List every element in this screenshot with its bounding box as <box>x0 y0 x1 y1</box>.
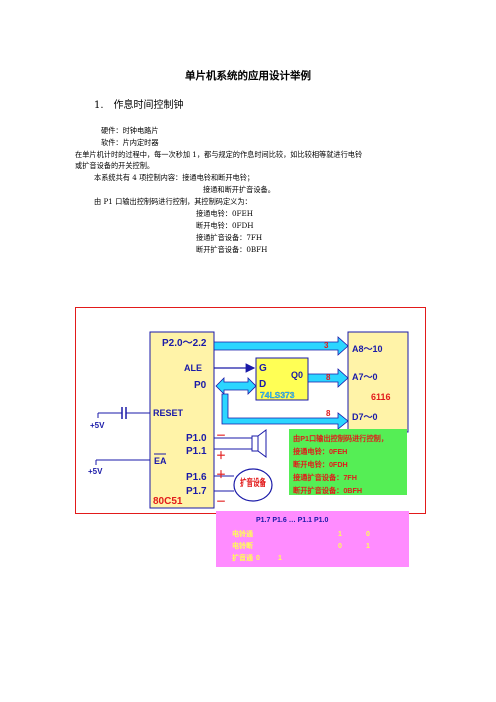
code-line-1: 接通电铃：0FEH <box>196 209 254 218</box>
bell-body <box>251 435 259 452</box>
code-line-2: 断开电铃：0FDH <box>196 221 254 230</box>
section-title: 作息时间控制钟 <box>113 100 184 111</box>
bus-q0-to-a7 <box>307 368 349 388</box>
label-p0: P0 <box>194 380 207 391</box>
paragraph-1-line-1: 在单片机计时的过程中，每一次秒加 1，都与规定的作息时间比较，如比较相等就进行电… <box>75 150 363 159</box>
bell-cone <box>257 429 267 458</box>
paragraph-2-line-2: 接通和断开扩音设备。 <box>203 185 275 194</box>
green-line-2: 接通电铃：0FEH <box>293 447 347 456</box>
circuit-svg: P2.0～2.2 ALE P0 RESET P1.0 P1.1 EA P1.6 … <box>88 331 409 509</box>
green-line-3: 断开电铃：0FDH <box>293 460 348 469</box>
row-3-label: 扩音通 <box>232 553 254 562</box>
label-p16: P1.6 <box>186 472 207 483</box>
paragraph-1-line-2: 或扩音设备的开关控制。 <box>75 161 155 170</box>
circuit-diagram: P2.0～2.2 ALE P0 RESET P1.0 P1.1 EA P1.6 … <box>75 307 426 514</box>
green-line-5: 断开扩音设备：0BFH <box>293 486 362 495</box>
bus-width-8b: 8 <box>326 409 331 418</box>
ram-d70: D7～0 <box>352 412 378 422</box>
code-line-4: 断开扩音设备：0BFH <box>196 245 268 254</box>
bus-p2-to-a8 <box>213 336 349 356</box>
mcu-block <box>149 331 215 509</box>
page-title: 单片机系统的应用设计举例 <box>185 70 311 82</box>
label-reset: RESET <box>153 408 184 418</box>
polarity-plus-2: ＋ <box>216 469 226 481</box>
hardware-line: 硬件：时钟电路片 <box>101 126 159 135</box>
latch-q: Q0 <box>291 370 303 380</box>
label-p10: P1.0 <box>186 433 207 444</box>
row-1-v3: 0 <box>366 531 370 538</box>
speaker-label: 扩音设备 <box>240 477 266 489</box>
label-ea: EA <box>154 456 167 466</box>
polarity-plus-1: ＋ <box>216 450 226 462</box>
control-code-table: P1.7 P1.6 … P1.1 P1.0 电铃通 1 0 电铃断 0 1 扩音… <box>216 511 409 567</box>
bus-p0-latch <box>215 377 257 395</box>
latch-d: D <box>259 379 266 390</box>
row-2-label: 电铃断 <box>232 541 253 550</box>
bus-width-3: 3 <box>324 341 329 350</box>
label-p11: P1.1 <box>186 446 207 457</box>
green-line-4: 接通扩音设备：7FH <box>293 473 357 482</box>
ram-a70: A7～0 <box>352 372 378 382</box>
table-svg: P1.7 P1.6 … P1.1 P1.0 电铃通 1 0 电铃断 0 1 扩音… <box>232 517 370 562</box>
green-line-1: 由P1口输出控制码进行控制， <box>293 434 388 443</box>
ram-name: 6116 <box>371 392 391 402</box>
latch-name: 74LS373 <box>260 390 295 400</box>
row-2-v2: 0 <box>338 543 342 550</box>
paragraph-3: 由 P1 口输出控制码进行控制，其控制码定义为： <box>94 197 252 206</box>
paragraph-2-line-1: 本系统共有 4 项控制内容：接通电铃和断开电铃； <box>94 173 255 182</box>
section-heading: 1. 作息时间控制钟 <box>94 96 184 111</box>
latch-block <box>255 357 309 401</box>
mcu-name: 80C51 <box>153 496 183 507</box>
code-line-3: 接通扩音设备：7FH <box>196 233 263 242</box>
latch-g: G <box>259 363 267 374</box>
label-p17: P1.7 <box>186 486 207 497</box>
section-number: 1. <box>94 100 104 111</box>
row-1-v2: 1 <box>338 531 342 538</box>
polarity-minus-1: － <box>216 431 226 442</box>
vcc2-label: +5V <box>88 467 103 476</box>
label-p2: P2.0～2.2 <box>162 338 207 349</box>
row-1-label: 电铃通 <box>232 529 254 538</box>
speaker-device <box>233 468 273 502</box>
row-2-v3: 1 <box>366 543 370 550</box>
table-header: P1.7 P1.6 … P1.1 P1.0 <box>256 517 328 524</box>
label-ale: ALE <box>184 363 202 373</box>
software-line: 软件：片内定时器 <box>101 138 159 147</box>
vcc1-label: +5V <box>90 421 105 430</box>
ram-block <box>347 331 409 433</box>
bus-data-to-d7 <box>221 393 349 430</box>
ram-a810: A8～10 <box>352 344 383 354</box>
green-info-box <box>289 429 407 495</box>
bus-width-8a: 8 <box>326 373 331 382</box>
polarity-minus-2: － <box>216 497 226 508</box>
row-3-v2: 1 <box>278 555 282 562</box>
row-3-v1: 0 <box>256 555 260 562</box>
